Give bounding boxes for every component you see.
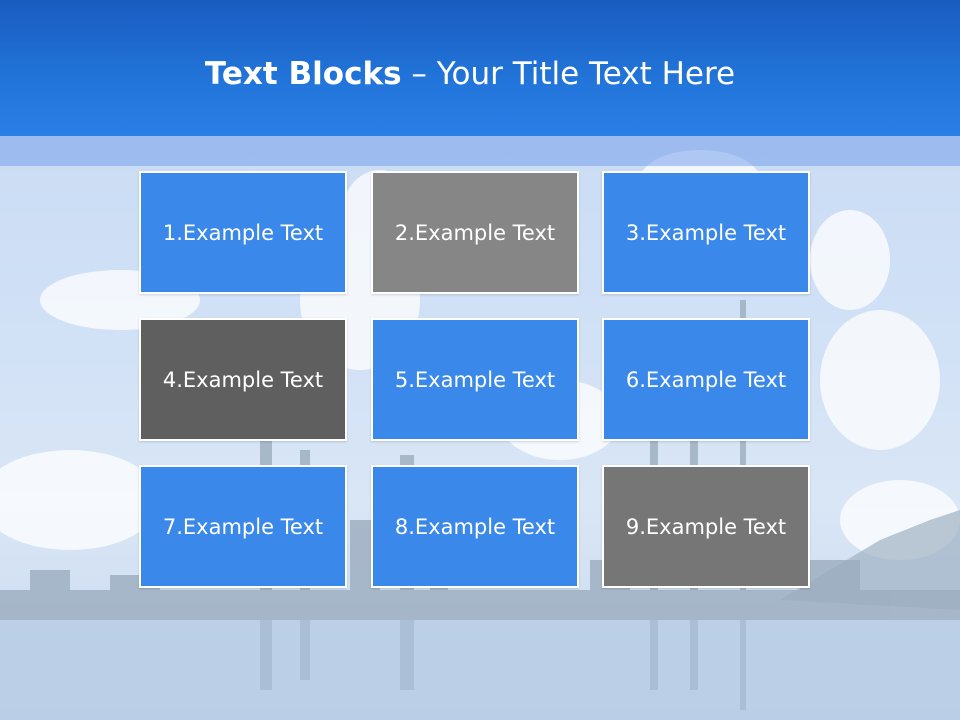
text-block-label: 2.Example Text — [394, 220, 556, 245]
text-block-8: 8.Example Text — [371, 465, 579, 588]
title-rest: Your Title Text Here — [436, 56, 736, 92]
text-block-3: 3.Example Text — [602, 171, 810, 294]
text-block-1: 1.Example Text — [139, 171, 347, 294]
text-block-2: 2.Example Text — [371, 171, 579, 294]
title-dash: – — [401, 56, 437, 92]
text-block-label: 3.Example Text — [625, 220, 787, 245]
title-band — [0, 136, 960, 166]
text-block-label: 7.Example Text — [162, 514, 324, 539]
text-block-label: 4.Example Text — [162, 367, 324, 392]
text-block-label: 8.Example Text — [394, 514, 556, 539]
text-block-label: 9.Example Text — [625, 514, 787, 539]
title-bar — [0, 0, 960, 136]
text-block-4: 4.Example Text — [139, 318, 347, 441]
text-block-label: 6.Example Text — [625, 367, 787, 392]
text-block-label: 1.Example Text — [162, 220, 324, 245]
text-block-5: 5.Example Text — [371, 318, 579, 441]
text-block-7: 7.Example Text — [139, 465, 347, 588]
text-block-9: 9.Example Text — [602, 465, 810, 588]
page-title: Text Blocks – Your Title Text Here — [0, 52, 940, 96]
title-bold: Text Blocks — [204, 56, 402, 92]
text-block-6: 6.Example Text — [602, 318, 810, 441]
text-block-label: 5.Example Text — [394, 367, 556, 392]
